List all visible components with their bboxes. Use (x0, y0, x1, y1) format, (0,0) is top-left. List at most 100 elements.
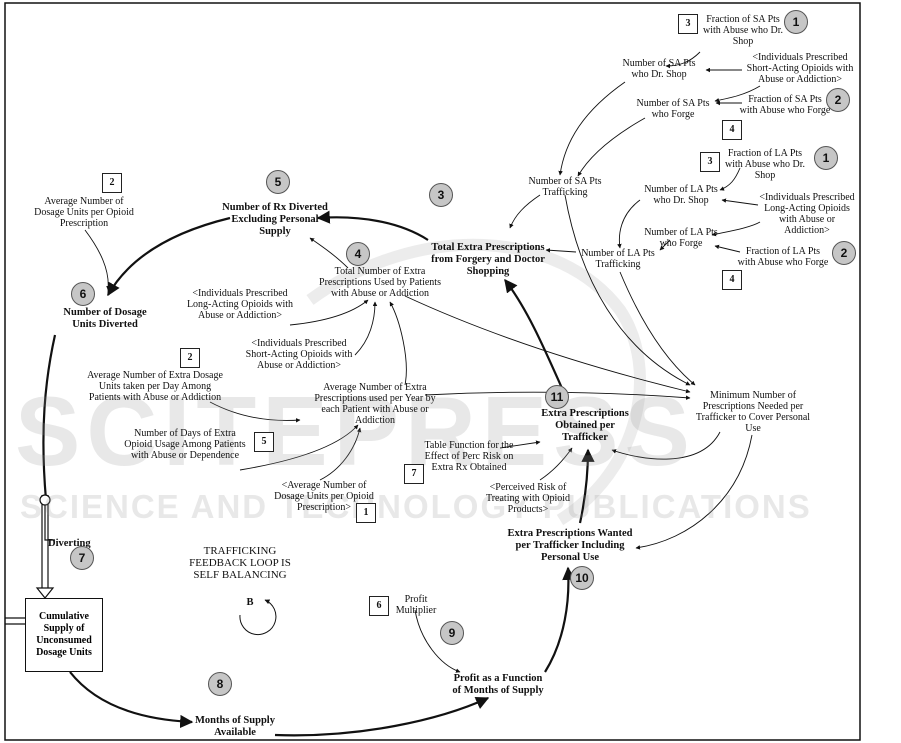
link-fracla-numla-drshop (719, 167, 741, 191)
badge-profit-mult: 6 (369, 596, 389, 616)
circle-dosage-diverted: 6 (71, 282, 95, 306)
link-drshop-satraffick (558, 81, 626, 176)
badge-la-forge: 4 (722, 270, 742, 290)
badge-la-drshop: 3 (700, 152, 720, 172)
loop-description: TRAFFICKING FEEDBACK LOOP IS SELF BALANC… (189, 545, 291, 581)
link-totalused-rxdiverted (309, 237, 349, 269)
link-latraffick-total (545, 248, 577, 253)
circle-sa-drshop: 1 (784, 10, 808, 34)
link-totalused-minrx (404, 295, 691, 394)
link-satraffick-minrx (564, 194, 691, 386)
var-extra-rx-obtained: Extra Prescriptions Obtained per Traffic… (541, 408, 629, 443)
link-tablefn-obtained (499, 440, 541, 449)
link-risk-obtained (539, 447, 573, 481)
link-minrx-wanted (635, 434, 753, 550)
link-indsa-numsa-forge (714, 85, 761, 103)
loop-arc-months-to-profit (274, 696, 490, 737)
link-ladrshop-latraffick (617, 199, 641, 249)
badge-avg-dosage: 2 (102, 173, 122, 193)
var-fraction-la-forge: Fraction of LA Pts with Abuse who Forge (737, 246, 829, 268)
var-dosage-units-diverted: Number of Dosage Units Diverted (63, 307, 147, 330)
loop-arc-stock-to-months (69, 671, 194, 729)
circle-profit-fn: 9 (440, 621, 464, 645)
var-profit-multiplier: Profit Multiplier (395, 594, 437, 616)
link-laforge-latraffick (659, 239, 671, 251)
var-number-sa-trafficking: Number of SA Pts Trafficking (528, 176, 602, 198)
flow-pipe-arrowhead (35, 587, 55, 599)
circle-total-extra: 3 (429, 183, 453, 207)
var-number-sa-drshop: Number of SA Pts who Dr. Shop (622, 58, 696, 80)
badge-table-fn: 7 (404, 464, 424, 484)
var-fraction-sa-drshop: Fraction of SA Pts with Abuse who Dr. Sh… (703, 14, 783, 47)
flow-diverting-label: Diverting (48, 538, 91, 549)
circle-total-used: 4 (346, 242, 370, 266)
loop-arc-profit-to-wanted (544, 566, 576, 673)
link-minrx-obtained (611, 431, 721, 460)
diagram-frame (4, 2, 861, 741)
var-number-la-trafficking: Number of LA Pts Trafficking (581, 248, 655, 270)
var-table-function: Table Function for the Effect of Perc Ri… (424, 440, 514, 473)
badge-days-extra: 5 (254, 432, 274, 452)
var-fraction-sa-forge: Fraction of SA Pts with Abuse who Forge (739, 94, 831, 116)
var-number-la-forge: Number of LA Pts who Forge (644, 227, 718, 249)
link-indla-numla-drshop (721, 198, 759, 206)
flow-valve (39, 494, 51, 506)
circle-sa-forge: 2 (826, 88, 850, 112)
link-fracsa-numsa-drshop (665, 51, 701, 69)
var-months-supply: Months of Supply Available (195, 715, 275, 738)
circle-la-drshop: 1 (814, 146, 838, 170)
loop-polarity-arc (239, 599, 277, 636)
var-days-extra-usage: Number of Days of Extra Opioid Usage Amo… (124, 428, 246, 461)
var-avg-dosage-shadow: <Average Number of Dosage Units per Opio… (274, 480, 374, 513)
var-total-rx-used: Total Number of Extra Prescriptions Used… (319, 266, 441, 299)
link-avgshadow-avgyear (319, 427, 362, 481)
stock-label: Cumulative Supply of Unconsumed Dosage U… (36, 611, 92, 658)
link-indsa-totalused (354, 301, 378, 356)
badge-avg-extra-day: 2 (180, 348, 200, 368)
circle-diverting: 7 (70, 546, 94, 570)
stock-cumulative-supply: Cumulative Supply of Unconsumed Dosage U… (25, 598, 103, 672)
link-avgdosage-dosagediverted (84, 229, 111, 291)
circle-months: 8 (208, 672, 232, 696)
link-fracla-forge (714, 244, 741, 253)
loop-arc-rxdiverted-to-dosage (107, 216, 231, 297)
link-indla-numla-forge (711, 221, 761, 237)
loop-arc-dosage-to-flow (42, 334, 57, 501)
link-forge-satraffick (577, 117, 646, 177)
badge-avg-dosage-shadow: 1 (356, 503, 376, 523)
var-fraction-la-drshop: Fraction of LA Pts with Abuse who Dr. Sh… (725, 148, 805, 181)
badge-sa-drshop: 3 (678, 14, 698, 34)
circle-rx-diverted: 5 (266, 170, 290, 194)
var-avg-dosage-units: Average Number of Dosage Units per Opioi… (34, 196, 134, 229)
var-extra-rx-wanted: Extra Prescriptions Wanted per Trafficke… (507, 528, 633, 563)
var-min-rx-needed: Minimum Number of Prescriptions Needed p… (695, 390, 811, 434)
flow-valve-stem (44, 505, 55, 541)
circle-extra-obtained: 11 (545, 385, 569, 409)
var-number-la-drshop: Number of LA Pts who Dr. Shop (644, 184, 718, 206)
loop-arc-obtained-to-total (504, 278, 567, 396)
var-individuals-sa-top: <Individuals Prescribed Short-Acting Opi… (746, 52, 854, 85)
var-number-sa-forge: Number of SA Pts who Forge (636, 98, 710, 120)
var-individuals-la-top: <Individuals Prescribed Long-Acting Opio… (759, 192, 855, 236)
loop-arc-total-to-rxdiverted (316, 210, 429, 241)
link-indla-totalused (289, 299, 369, 326)
circle-la-forge: 2 (832, 241, 856, 265)
watermark-swoosh (306, 238, 646, 526)
link-latraffick-minrx (619, 271, 696, 386)
var-individuals-la-mid: <Individuals Prescribed Long-Acting Opio… (186, 288, 294, 321)
link-avgyear-totalused (389, 301, 407, 386)
loop-arc-wanted-to-obtained (578, 448, 595, 524)
loop-symbol: B (246, 597, 254, 608)
link-sadrshop-total (509, 194, 541, 229)
var-total-extra-rx: Total Extra Prescriptions from Forgery a… (431, 242, 545, 277)
link-avgday-avgyear (209, 401, 301, 423)
var-individuals-sa-mid: <Individuals Prescribed Short-Acting Opi… (245, 338, 353, 371)
var-rx-diverted: Number of Rx Diverted Excluding Personal… (222, 202, 328, 237)
link-profitmult-profitfn (414, 609, 461, 673)
badge-sa-forge: 4 (722, 120, 742, 140)
var-avg-extra-per-day: Average Number of Extra Dosage Units tak… (87, 370, 223, 403)
var-profit-function: Profit as a Function of Months of Supply (452, 673, 544, 696)
circle-extra-wanted: 10 (570, 566, 594, 590)
var-avg-extra-per-year: Average Number of Extra Prescriptions us… (314, 382, 436, 426)
link-days-avgyear (239, 424, 359, 471)
